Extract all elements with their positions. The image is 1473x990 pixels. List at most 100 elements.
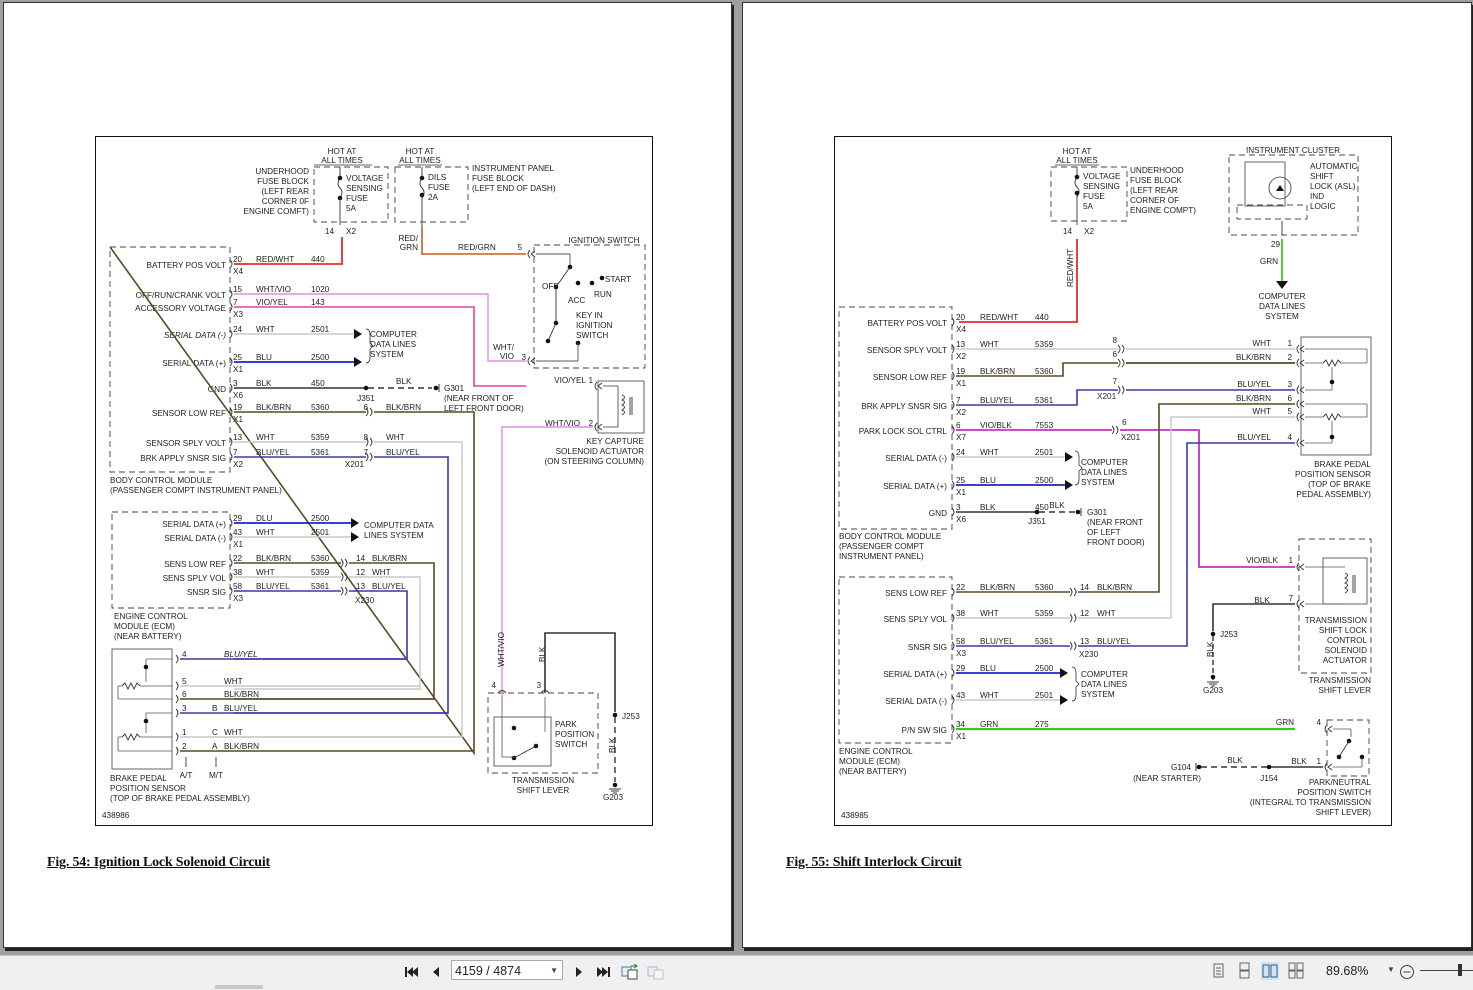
wire-color-label: BLU/YEL [980, 637, 1014, 646]
two-page-continuous-icon [1288, 962, 1304, 979]
circuit-number: 143 [311, 298, 325, 307]
chevron-down-icon[interactable]: ▼ [550, 966, 558, 975]
wire-vio-blk-run [1120, 429, 1295, 568]
arrow-head-icon [1065, 480, 1073, 490]
connector-1 [594, 381, 603, 391]
diagram-label: WHT/VIO [545, 419, 580, 428]
wire-color-label: WHT [256, 568, 275, 577]
body-control-module [109, 246, 231, 473]
diagram-label: (LEFT REAR [261, 187, 309, 196]
diagram-label: BLK [608, 737, 617, 753]
diagram-label: HOT AT [1063, 147, 1092, 156]
circuit-number: 2501 [311, 528, 330, 537]
bcm-pin-label: BATTERY POS VOLT [868, 319, 947, 328]
view-single-page-button[interactable] [1209, 962, 1227, 980]
circuit-number: 5361 [1035, 396, 1054, 405]
pin-number: 19 [956, 367, 966, 376]
diagram-label: 4 [491, 681, 496, 690]
wire-blk-brn-to-6 [1158, 403, 1295, 567]
circuit-number: 5359 [311, 433, 330, 442]
wire-color-label: BLU/YEL [256, 448, 290, 457]
diagram-label: COMPUTER DATA [364, 521, 434, 530]
wire-color-label: BLK/BRN [980, 367, 1015, 376]
go-forward-view-button[interactable] [646, 962, 666, 982]
splice-dot [1336, 754, 1342, 760]
arrow-head-icon [1065, 452, 1073, 462]
ecm-pin-label: SENS SPLY VOL [163, 574, 227, 583]
wire-color-label: BLK/BRN [1097, 583, 1132, 592]
diagram-label: CORNER OF [1130, 196, 1179, 205]
bcm-connector [229, 437, 233, 447]
brace [1074, 450, 1083, 486]
diagram-label: INSTRUMENT PANEL [472, 164, 554, 173]
underhood-fuse-block [313, 166, 389, 223]
line [555, 266, 571, 288]
zoom-slider-track[interactable] [1420, 970, 1473, 971]
zoom-dropdown-icon[interactable]: ▼ [1387, 965, 1395, 974]
page-number-input[interactable]: 4159 / 4874 ▼ [451, 960, 563, 980]
diagram-label: (LEFT REAR [1130, 186, 1178, 195]
x230-connector [340, 558, 348, 568]
wire-color-label: BLK [538, 646, 547, 662]
bcm-pin-label: BRK APPLY SNSR SIG [140, 454, 226, 463]
splice-dot [545, 338, 551, 344]
diagram-label: LEFT FRONT DOOR) [444, 404, 524, 413]
diagram-label: START [605, 275, 631, 284]
diagram-label: SOLENOID [1325, 646, 1367, 655]
bcm-connector [951, 425, 955, 435]
diagram-label: VIO/BLK [1246, 556, 1278, 565]
zoom-level[interactable]: 89.68% [1326, 964, 1369, 978]
ground-g203 [1210, 674, 1216, 680]
first-page-button[interactable] [401, 962, 421, 982]
figure-id: 438986 [102, 811, 130, 820]
ecm-pin-label: SNSR SIG [908, 643, 947, 652]
park-position-switch [493, 716, 552, 767]
zoom-out-button[interactable] [1397, 962, 1417, 982]
x230-pin: 13 [356, 582, 366, 591]
wire-color-label: DLU [256, 514, 272, 523]
diagram-label: A/T [180, 771, 193, 780]
pin-number: 58 [956, 637, 966, 646]
previous-page-button[interactable] [426, 962, 446, 982]
circuit-number: 2500 [1035, 476, 1054, 485]
horizontal-scrollbar[interactable] [215, 985, 263, 989]
diagram-label: CONTROL [1327, 636, 1367, 645]
view-continuous-button[interactable] [1235, 962, 1253, 980]
circuit-number: 450 [311, 379, 325, 388]
splice-j351 [1034, 509, 1040, 515]
next-page-button[interactable] [569, 962, 589, 982]
figure-caption: Fig. 54: Ignition Lock Solenoid Circuit [47, 855, 270, 870]
splice-dot [589, 280, 595, 286]
diagram-label: FUSE [346, 194, 368, 203]
bcm-pin-label: ACCESSORY VOLTAGE [135, 304, 226, 313]
pin-number: 22 [956, 583, 966, 592]
splice-dot [1329, 379, 1335, 385]
pin-number: 38 [233, 568, 243, 577]
connector-id: X1 [956, 732, 966, 741]
zoom-slider-thumb[interactable] [1458, 964, 1462, 976]
diagram-label: ENGINE COMPT) [1130, 206, 1196, 215]
diagram-label: (NEAR FRONT [1087, 518, 1143, 527]
figure-caption: Fig. 55: Shift Interlock Circuit [786, 855, 962, 870]
ecm-connector [229, 532, 233, 542]
diagram-label: HOT AT [406, 147, 435, 156]
arrow-head-icon [354, 329, 362, 339]
diagram-label: G301 [1087, 508, 1107, 517]
diagram-label: M/T [209, 771, 223, 780]
view-two-page-continuous-button[interactable] [1287, 962, 1305, 980]
pin-number: 3 [956, 503, 961, 512]
circuit-number: 275 [1035, 720, 1049, 729]
last-page-button[interactable] [594, 962, 614, 982]
connector-id: X4 [233, 267, 243, 276]
diagram-label: 1 [588, 376, 593, 385]
view-two-page-button[interactable] [1261, 962, 1279, 980]
two-page-icon [1262, 964, 1278, 978]
diagram-label: ENGINE CONTROL [114, 612, 188, 621]
go-back-view-button[interactable] [620, 962, 640, 982]
wire-color-label: BLK/BRN [224, 690, 259, 699]
wire-color-label: WHT [1252, 407, 1271, 416]
diagram-label: BLK [1206, 641, 1215, 657]
